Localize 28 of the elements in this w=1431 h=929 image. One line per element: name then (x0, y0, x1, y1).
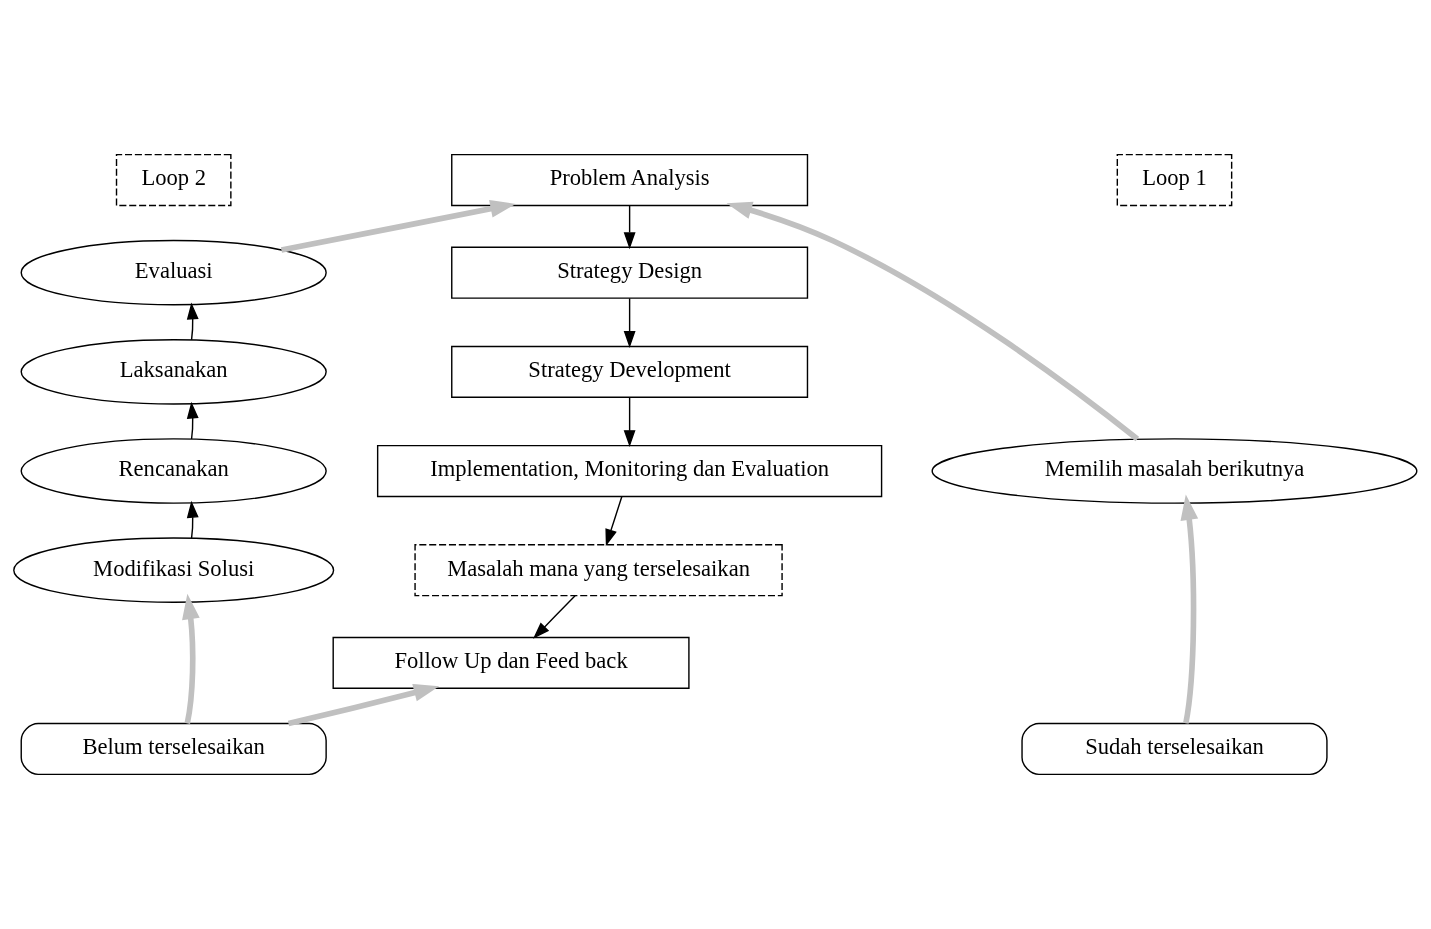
node-box: Follow Up dan Feed back (332, 636, 690, 689)
arrow (186, 500, 199, 539)
arrow (623, 396, 636, 448)
node-box: Loop 2 (115, 153, 232, 207)
node-box: Loop 1 (1116, 153, 1233, 207)
node-ellipse: Rencanakan (20, 438, 327, 504)
node-ellipse: Modifikasi Solusi (13, 537, 335, 604)
arrow (623, 297, 636, 348)
node-box: Strategy Development (451, 345, 809, 398)
arrow (533, 594, 576, 639)
arrow (623, 204, 636, 250)
node-box: Problem Analysis (451, 153, 809, 207)
node-ellipse: Memilih masalah berikutnya (931, 438, 1418, 504)
arrow (726, 201, 1140, 442)
node-box: Strategy Design (451, 246, 809, 299)
node-box: Implementation, Monitoring dan Evaluation (376, 444, 883, 498)
arrow (605, 496, 623, 547)
node-ellipse: Laksanakan (20, 339, 327, 405)
arrow (186, 302, 199, 341)
arrow (287, 683, 440, 727)
node-ellipse: Evaluasi (20, 239, 327, 306)
node-box: Sudah terselesaikan (1021, 722, 1328, 776)
arrow (186, 401, 199, 440)
arrow (182, 593, 200, 724)
node-box: Belum terselesaikan (20, 722, 327, 776)
arrow (1180, 494, 1199, 724)
node-box: Masalah mana yang terselesaikan (414, 544, 783, 597)
arrow (280, 200, 516, 253)
